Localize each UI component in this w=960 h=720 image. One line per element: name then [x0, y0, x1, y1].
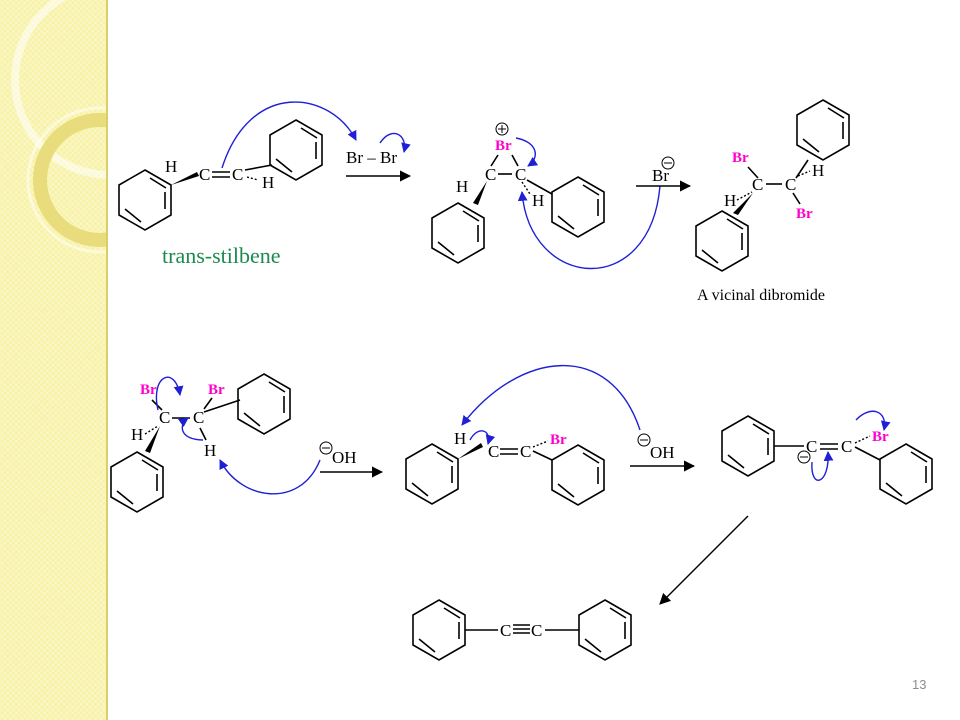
atom-br: Br: [550, 432, 567, 448]
electron-arrow: [461, 365, 641, 431]
electron-arrow: [515, 137, 539, 167]
atom-c: C: [193, 408, 204, 427]
atom-br: Br: [796, 206, 813, 222]
electron-arrow: [221, 101, 357, 169]
electron-arrow: [855, 410, 891, 431]
benzene-ring: [578, 599, 632, 661]
benzene-ring: [431, 202, 485, 264]
vicinal-dibromide-molecule: Br C C H Br H A vicinal dibromide: [695, 99, 850, 304]
sidebar-rings-decoration: [11, 0, 106, 254]
reagent-hydroxide: OH: [332, 448, 357, 467]
benzene-ring: [551, 444, 605, 506]
reagent-bromide: Br: [652, 166, 669, 185]
bromostilbene-molecule: H C C Br: [405, 429, 605, 506]
benzene-ring: [796, 99, 850, 161]
decorative-sidebar: [0, 0, 106, 720]
atom-c: C: [785, 175, 796, 194]
atom-h: H: [204, 441, 216, 460]
atom-br: Br: [208, 382, 225, 398]
atom-c: C: [515, 165, 526, 184]
atom-c: C: [159, 408, 170, 427]
electron-arrow: [219, 459, 321, 495]
atom-c: C: [488, 442, 499, 461]
benzene-ring: [879, 443, 933, 505]
benzene-ring: [412, 599, 466, 661]
benzene-ring: [269, 119, 323, 181]
benzene-ring: [110, 451, 164, 513]
atom-br: Br: [140, 382, 157, 398]
reaction-arrow: [659, 515, 749, 605]
atom-h: H: [456, 177, 468, 196]
atom-h: H: [131, 425, 143, 444]
atom-h: H: [532, 191, 544, 210]
atom-c: C: [841, 437, 852, 456]
atom-h: H: [812, 161, 824, 180]
benzene-ring: [237, 373, 291, 435]
atom-h: H: [724, 191, 736, 210]
atom-c: C: [520, 442, 531, 461]
atom-br: Br: [732, 150, 749, 166]
reagent-bromine: Br – Br: [346, 148, 397, 167]
vicinal-dibromide-caption: A vicinal dibromide: [697, 287, 825, 304]
electron-arrow: [155, 376, 184, 411]
atom-h: H: [165, 157, 177, 176]
atom-c: C: [806, 437, 817, 456]
atom-c: C: [232, 165, 243, 184]
reagent-hydroxide: OH: [650, 443, 675, 462]
sidebar-divider: [106, 0, 108, 720]
atom-c: C: [531, 621, 542, 640]
benzene-ring: [405, 443, 459, 505]
electron-arrow: [469, 430, 496, 445]
atom-c: C: [752, 175, 763, 194]
atom-c: C: [500, 621, 511, 640]
atom-c: C: [485, 165, 496, 184]
electron-arrow: [379, 132, 411, 153]
page-number: 13: [912, 677, 926, 692]
trans-stilbene-molecule: H C C H trans-stilbene: [118, 119, 323, 268]
diphenylacetylene-molecule: C C: [412, 599, 632, 661]
benzene-ring: [721, 415, 775, 477]
atom-h: H: [262, 173, 274, 192]
bromonium-ion-molecule: Br C C H H: [431, 122, 605, 264]
trans-stilbene-caption: trans-stilbene: [162, 243, 281, 268]
benzene-ring: [551, 176, 605, 238]
electron-arrow: [811, 451, 834, 481]
atom-c: C: [199, 165, 210, 184]
dibromide-elimination-molecule: Br C C Br H H: [110, 373, 291, 513]
benzene-ring: [695, 210, 749, 272]
atom-br: Br: [872, 429, 889, 445]
electron-arrow: [517, 185, 661, 270]
atom-br: Br: [495, 138, 512, 154]
electron-arrow: [177, 417, 204, 441]
atom-h: H: [454, 429, 466, 448]
benzene-ring: [118, 169, 172, 231]
vinyl-anion-molecule: C C Br: [721, 415, 933, 505]
